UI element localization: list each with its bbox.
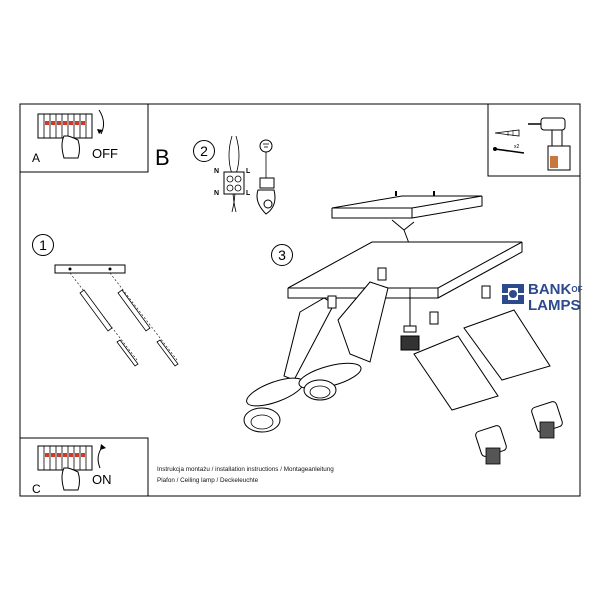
tools-box: [487, 103, 581, 177]
spotlight-left-2: [298, 281, 389, 401]
lamp-base-bar: [287, 241, 523, 289]
panel-c-box: [19, 437, 149, 497]
ceiling-plate: [331, 195, 483, 209]
switch-breaker-icon-a: [37, 113, 93, 159]
panel-c-on-label: ON: [92, 472, 112, 487]
section-b-letter: B: [155, 145, 170, 170]
step3-lamp-drawing: [243, 191, 563, 465]
panel-a-box: [19, 103, 149, 173]
terminal-block-icon: [223, 171, 245, 195]
drill-icon: [528, 117, 571, 171]
brand-line2: LAMPS: [528, 297, 581, 314]
wire-l-top: L: [246, 168, 251, 175]
brand-line1: BANK: [528, 281, 572, 298]
switch-breaker-icon-c: [37, 445, 93, 491]
arrow-down-icon: [98, 109, 105, 135]
pendant-small: [400, 288, 420, 351]
spotlight-right-1: [413, 335, 507, 465]
spotlight-left-1: [243, 297, 335, 433]
wire-n-bottom: N: [214, 190, 220, 197]
footer-line-1: Instrukcja montażu / installation instru…: [157, 466, 334, 473]
brand-of: OF: [571, 285, 583, 294]
step-2-badge: 2: [193, 140, 215, 162]
bank-of-lamps-logo-mark: [502, 284, 524, 304]
panel-a-off-label: OFF: [92, 146, 118, 161]
brand-logo: BANKOF LAMPS: [528, 282, 582, 314]
step-1-badge: 1: [32, 234, 54, 256]
step2-wiring-drawing: [223, 135, 276, 215]
step-3-badge: 3: [271, 244, 293, 266]
page-frame: [19, 103, 581, 497]
spotlight-right-2: [463, 309, 563, 439]
tools-quantity: x2: [514, 144, 520, 150]
wire-n-top: N: [214, 168, 220, 175]
ground-icon: [259, 139, 273, 153]
panel-a-letter: A: [32, 151, 41, 165]
screw-icon: [493, 147, 525, 154]
wire-l-bottom: L: [246, 190, 251, 197]
step1-bracket-drawing: [54, 264, 179, 367]
wall-plug-icon: [494, 129, 520, 137]
panel-c-letter: C: [32, 482, 41, 496]
footer-line-2: Plafon / Ceiling lamp / Deckeleuchte: [157, 477, 259, 484]
